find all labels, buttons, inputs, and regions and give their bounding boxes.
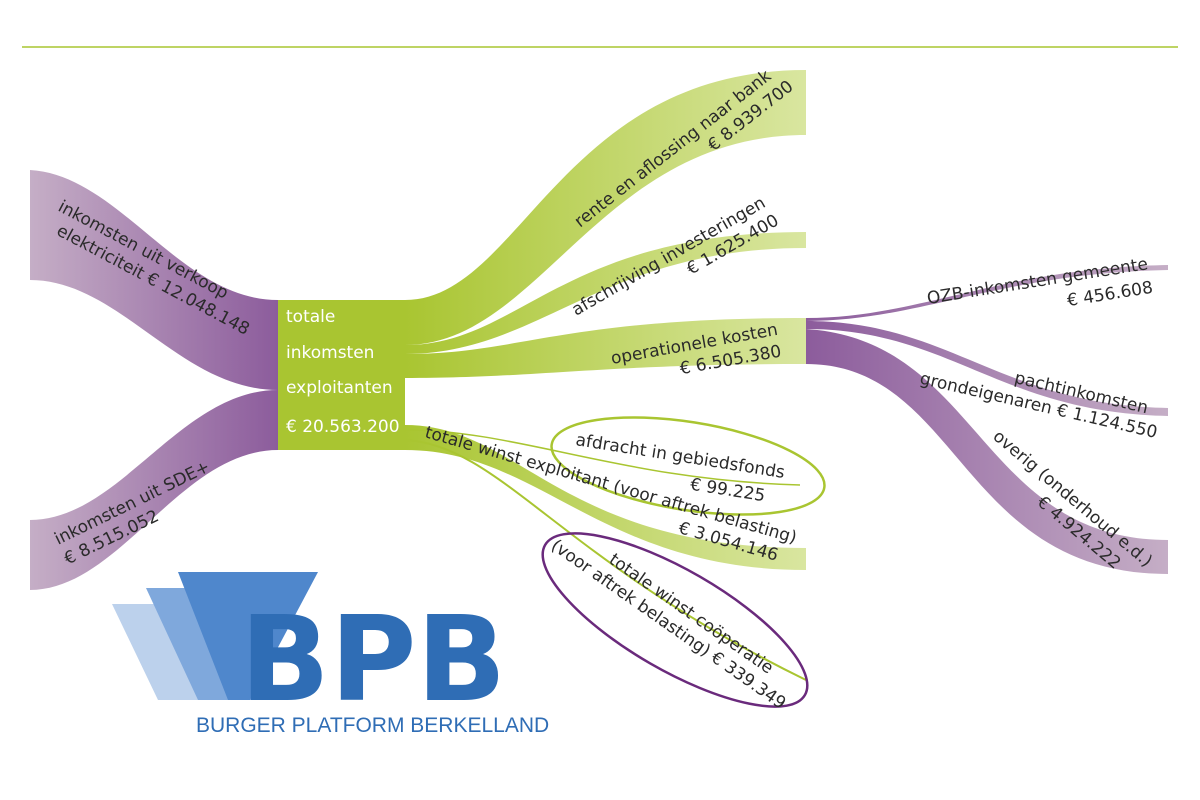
bpb-logo: BPB BURGER PLATFORM BERKELLAND	[112, 572, 549, 737]
flow-sde	[30, 390, 278, 590]
center-label-3: exploitanten	[286, 378, 393, 398]
flow-bank	[405, 70, 806, 345]
logo-swoosh-1	[178, 572, 318, 700]
cooperatie-outline	[541, 532, 809, 708]
flow-overig	[806, 329, 1168, 574]
flow-cooperatie	[404, 439, 807, 681]
center-label-2: inkomsten	[286, 343, 374, 363]
logo-letters: BPB	[240, 590, 506, 728]
flow-winst-exploitant	[405, 425, 806, 570]
center-amount: € 20.563.200	[286, 417, 400, 437]
flow-investments	[405, 232, 806, 354]
center-node	[278, 300, 405, 450]
label-cooperatie-1: totale winst coöperatie	[605, 550, 777, 679]
flow-operational	[405, 318, 806, 378]
flow-gebiedsfonds	[404, 429, 801, 486]
center-label-1: totale	[286, 307, 335, 327]
flow-electricity	[30, 170, 278, 390]
gebiedsfonds-outline	[550, 416, 826, 516]
flow-pacht	[806, 321, 1168, 416]
logo-subtitle: BURGER PLATFORM BERKELLAND	[196, 714, 549, 737]
flow-ozb	[806, 265, 1168, 321]
